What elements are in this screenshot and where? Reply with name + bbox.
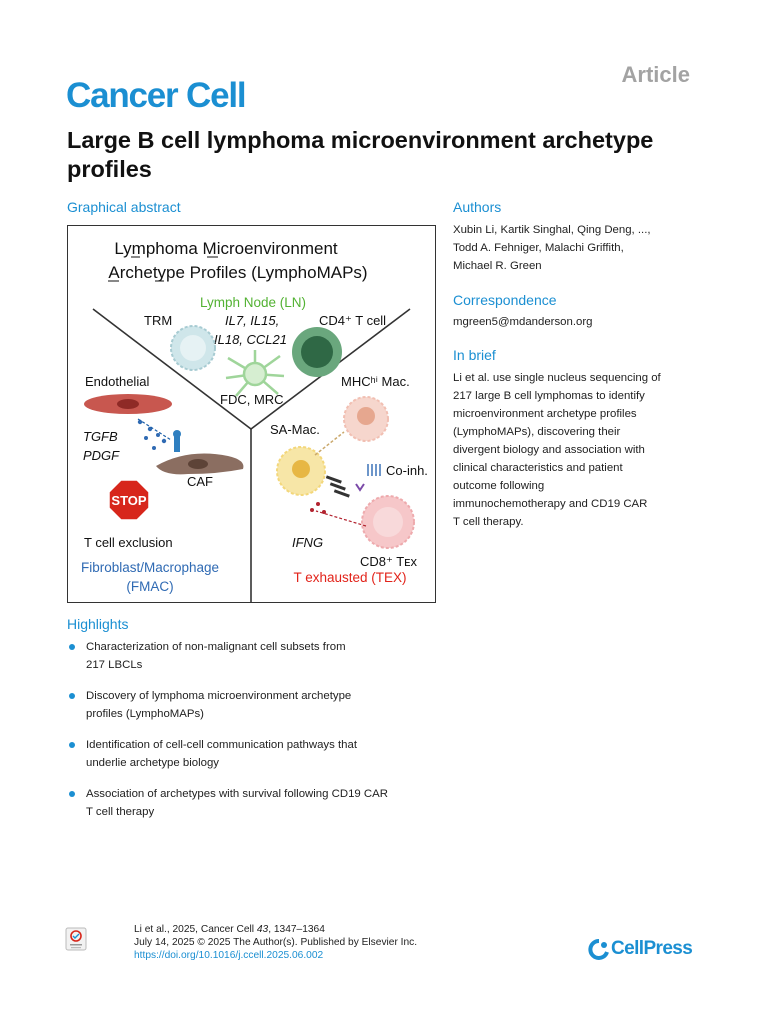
citation-line1: Li et al., 2025, Cancer Cell 43, 1347–13… xyxy=(134,924,325,935)
fmac-label-line2: (FMAC) xyxy=(126,579,173,594)
article-title: Large B cell lymphoma microenvironment a… xyxy=(67,127,654,182)
sa-mac-label: SA-Mac. xyxy=(270,422,320,437)
authors-line3: Michael R. Green xyxy=(453,260,542,272)
cd4-cell-icon xyxy=(292,327,342,377)
bullet-icon xyxy=(69,693,75,699)
cytokines-line1: IL7, IL15, xyxy=(225,313,279,328)
ga-title-line1: Lymphoma Microenvironment xyxy=(114,239,338,258)
in-brief-line: clinical characteristics and patient xyxy=(453,462,623,474)
article-type-label: Article xyxy=(621,62,690,87)
highlight-item: Discovery of lymphoma microenvironment a… xyxy=(67,687,447,723)
bullet-icon xyxy=(69,742,75,748)
mhc-mac-label: MHCʰⁱ Mac. xyxy=(341,374,410,389)
cd8-tex-cell-icon xyxy=(361,495,415,549)
stop-sign-icon: STOP xyxy=(108,479,150,521)
coinh-label: Co-inh. xyxy=(386,463,428,478)
trm-cell-icon xyxy=(170,325,216,371)
fdc-cell-icon xyxy=(225,350,285,397)
highlights-list: Characterization of non-malignant cell s… xyxy=(67,638,447,834)
in-brief-line: outcome following xyxy=(453,480,545,492)
in-brief-line: immunochemotherapy and CD19 CAR xyxy=(453,498,648,510)
cellpress-logo-text: CellPress xyxy=(611,938,693,959)
citation: Li et al., 2025, Cancer Cell 43, 1347–13… xyxy=(134,923,417,962)
highlight-item: Identification of cell-cell communicatio… xyxy=(67,736,447,772)
in-brief-line: 217 large B cell lymphomas to identify xyxy=(453,390,645,402)
t-exclusion-label: T cell exclusion xyxy=(84,535,173,550)
fdc-mrc-label: FDC, MRC xyxy=(220,392,284,407)
in-brief-heading: In brief xyxy=(453,347,496,363)
bullet-icon xyxy=(69,644,75,650)
doi-link[interactable]: https://doi.org/10.1016/j.ccell.2025.06.… xyxy=(134,950,324,961)
endothelial-label: Endothelial xyxy=(85,374,149,389)
endothelial-cell-icon xyxy=(84,394,172,414)
ga-title-line2: Archetype Profiles (LymphoMAPs) xyxy=(108,263,367,282)
graphical-abstract-figure: Lymphoma Microenvironment Archetype Prof… xyxy=(67,225,436,603)
authors-line2: Todd A. Fehniger, Malachi Griffith, xyxy=(453,242,624,254)
signal-dots-icon xyxy=(137,419,167,450)
check-for-updates-icon[interactable] xyxy=(65,927,87,951)
ligand-receptor-icon xyxy=(325,475,365,498)
receptor-icon xyxy=(173,430,181,452)
cellpress-logo-icon xyxy=(588,938,609,960)
citation-line2: July 14, 2025 © 2025 The Author(s). Publ… xyxy=(134,937,418,948)
caf-cell-icon xyxy=(156,453,244,475)
in-brief-line: (LymphoMAPs), discovering their xyxy=(453,426,621,438)
highlight-item: Characterization of non-malignant cell s… xyxy=(67,638,447,674)
graphical-abstract-svg: Lymphoma Microenvironment Archetype Prof… xyxy=(81,239,428,602)
correspondence-heading: Correspondence xyxy=(453,292,557,308)
in-brief-line: divergent biology and association with xyxy=(453,444,645,456)
divider-left xyxy=(92,308,252,430)
pdgf-label: PDGF xyxy=(83,448,120,463)
authors-line1: Xubin Li, Kartik Singhal, Qing Deng, ...… xyxy=(453,224,651,236)
authors-heading: Authors xyxy=(453,199,502,215)
stop-text: STOP xyxy=(111,493,146,508)
ln-label: Lymph Node (LN) xyxy=(200,295,306,310)
ifng-dots-icon xyxy=(310,502,326,514)
in-brief-line: T cell therapy. xyxy=(453,516,524,528)
journal-logo: Cancer Cell xyxy=(66,76,247,115)
in-brief-text: Li et al. use single nucleus sequencing … xyxy=(453,369,703,531)
sa-mac-cell-icon xyxy=(276,446,326,496)
authors-list: Xubin Li, Kartik Singhal, Qing Deng, ...… xyxy=(453,221,703,275)
graphical-abstract-heading: Graphical abstract xyxy=(67,199,181,215)
in-brief-line: microenvironment archetype profiles xyxy=(453,408,637,420)
mhc-mac-cell-icon xyxy=(343,396,389,442)
bullet-icon xyxy=(69,791,75,797)
correspondence-email[interactable]: mgreen5@mdanderson.org xyxy=(453,316,593,328)
caf-label: CAF xyxy=(187,474,213,489)
cd8-tex-label: CD8⁺ Tᴇx xyxy=(360,554,418,569)
tex-label: T exhausted (TEX) xyxy=(293,570,406,585)
highlight-item: Association of archetypes with survival … xyxy=(67,785,447,821)
coinhibitory-receptors-icon xyxy=(367,464,381,476)
highlights-heading: Highlights xyxy=(67,616,129,632)
cytokines-line2: IL18, CCL21 xyxy=(214,332,287,347)
in-brief-line: Li et al. use single nucleus sequencing … xyxy=(453,372,661,384)
tgfb-label: TGFB xyxy=(83,429,118,444)
ifng-label: IFNG xyxy=(292,535,323,550)
trm-label: TRM xyxy=(144,313,172,328)
fmac-label-line1: Fibroblast/Macrophage xyxy=(81,560,219,575)
cd4-label: CD4⁺ T cell xyxy=(319,313,386,328)
